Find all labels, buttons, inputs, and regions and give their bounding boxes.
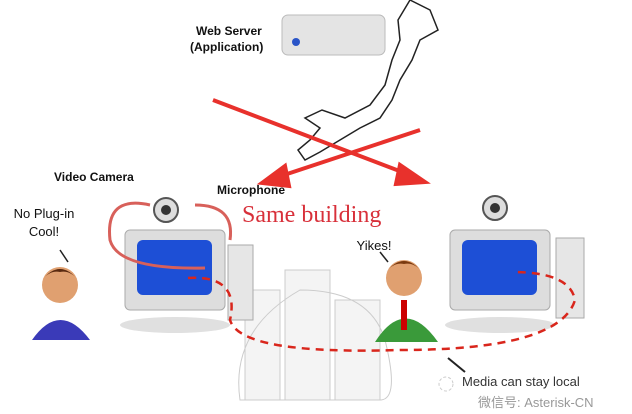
left-computer — [120, 197, 254, 333]
right-computer — [445, 195, 585, 333]
building-icon — [238, 269, 392, 401]
cool-text: Cool! — [28, 224, 60, 239]
capture-loop-arrows — [108, 201, 233, 270]
red-arrows — [212, 98, 431, 189]
person-left — [32, 267, 90, 340]
watermark: 微信号: Asterisk-CN — [478, 395, 594, 410]
video-camera-label: Video Camera — [54, 170, 134, 184]
person-right — [375, 260, 438, 342]
media-local-label: Media can stay local — [462, 374, 580, 389]
yikes-text: Yikes! — [356, 238, 392, 253]
japan-map — [296, 0, 439, 161]
application-label: (Application) — [190, 40, 264, 54]
no-plugin-text: No Plug-in — [13, 206, 75, 221]
web-server — [281, 14, 386, 56]
microphone-label: Microphone — [217, 183, 285, 197]
same-building-annotation: Same building — [242, 202, 382, 228]
media-path-dashed — [187, 270, 577, 352]
web-server-label: Web Server — [196, 24, 262, 38]
